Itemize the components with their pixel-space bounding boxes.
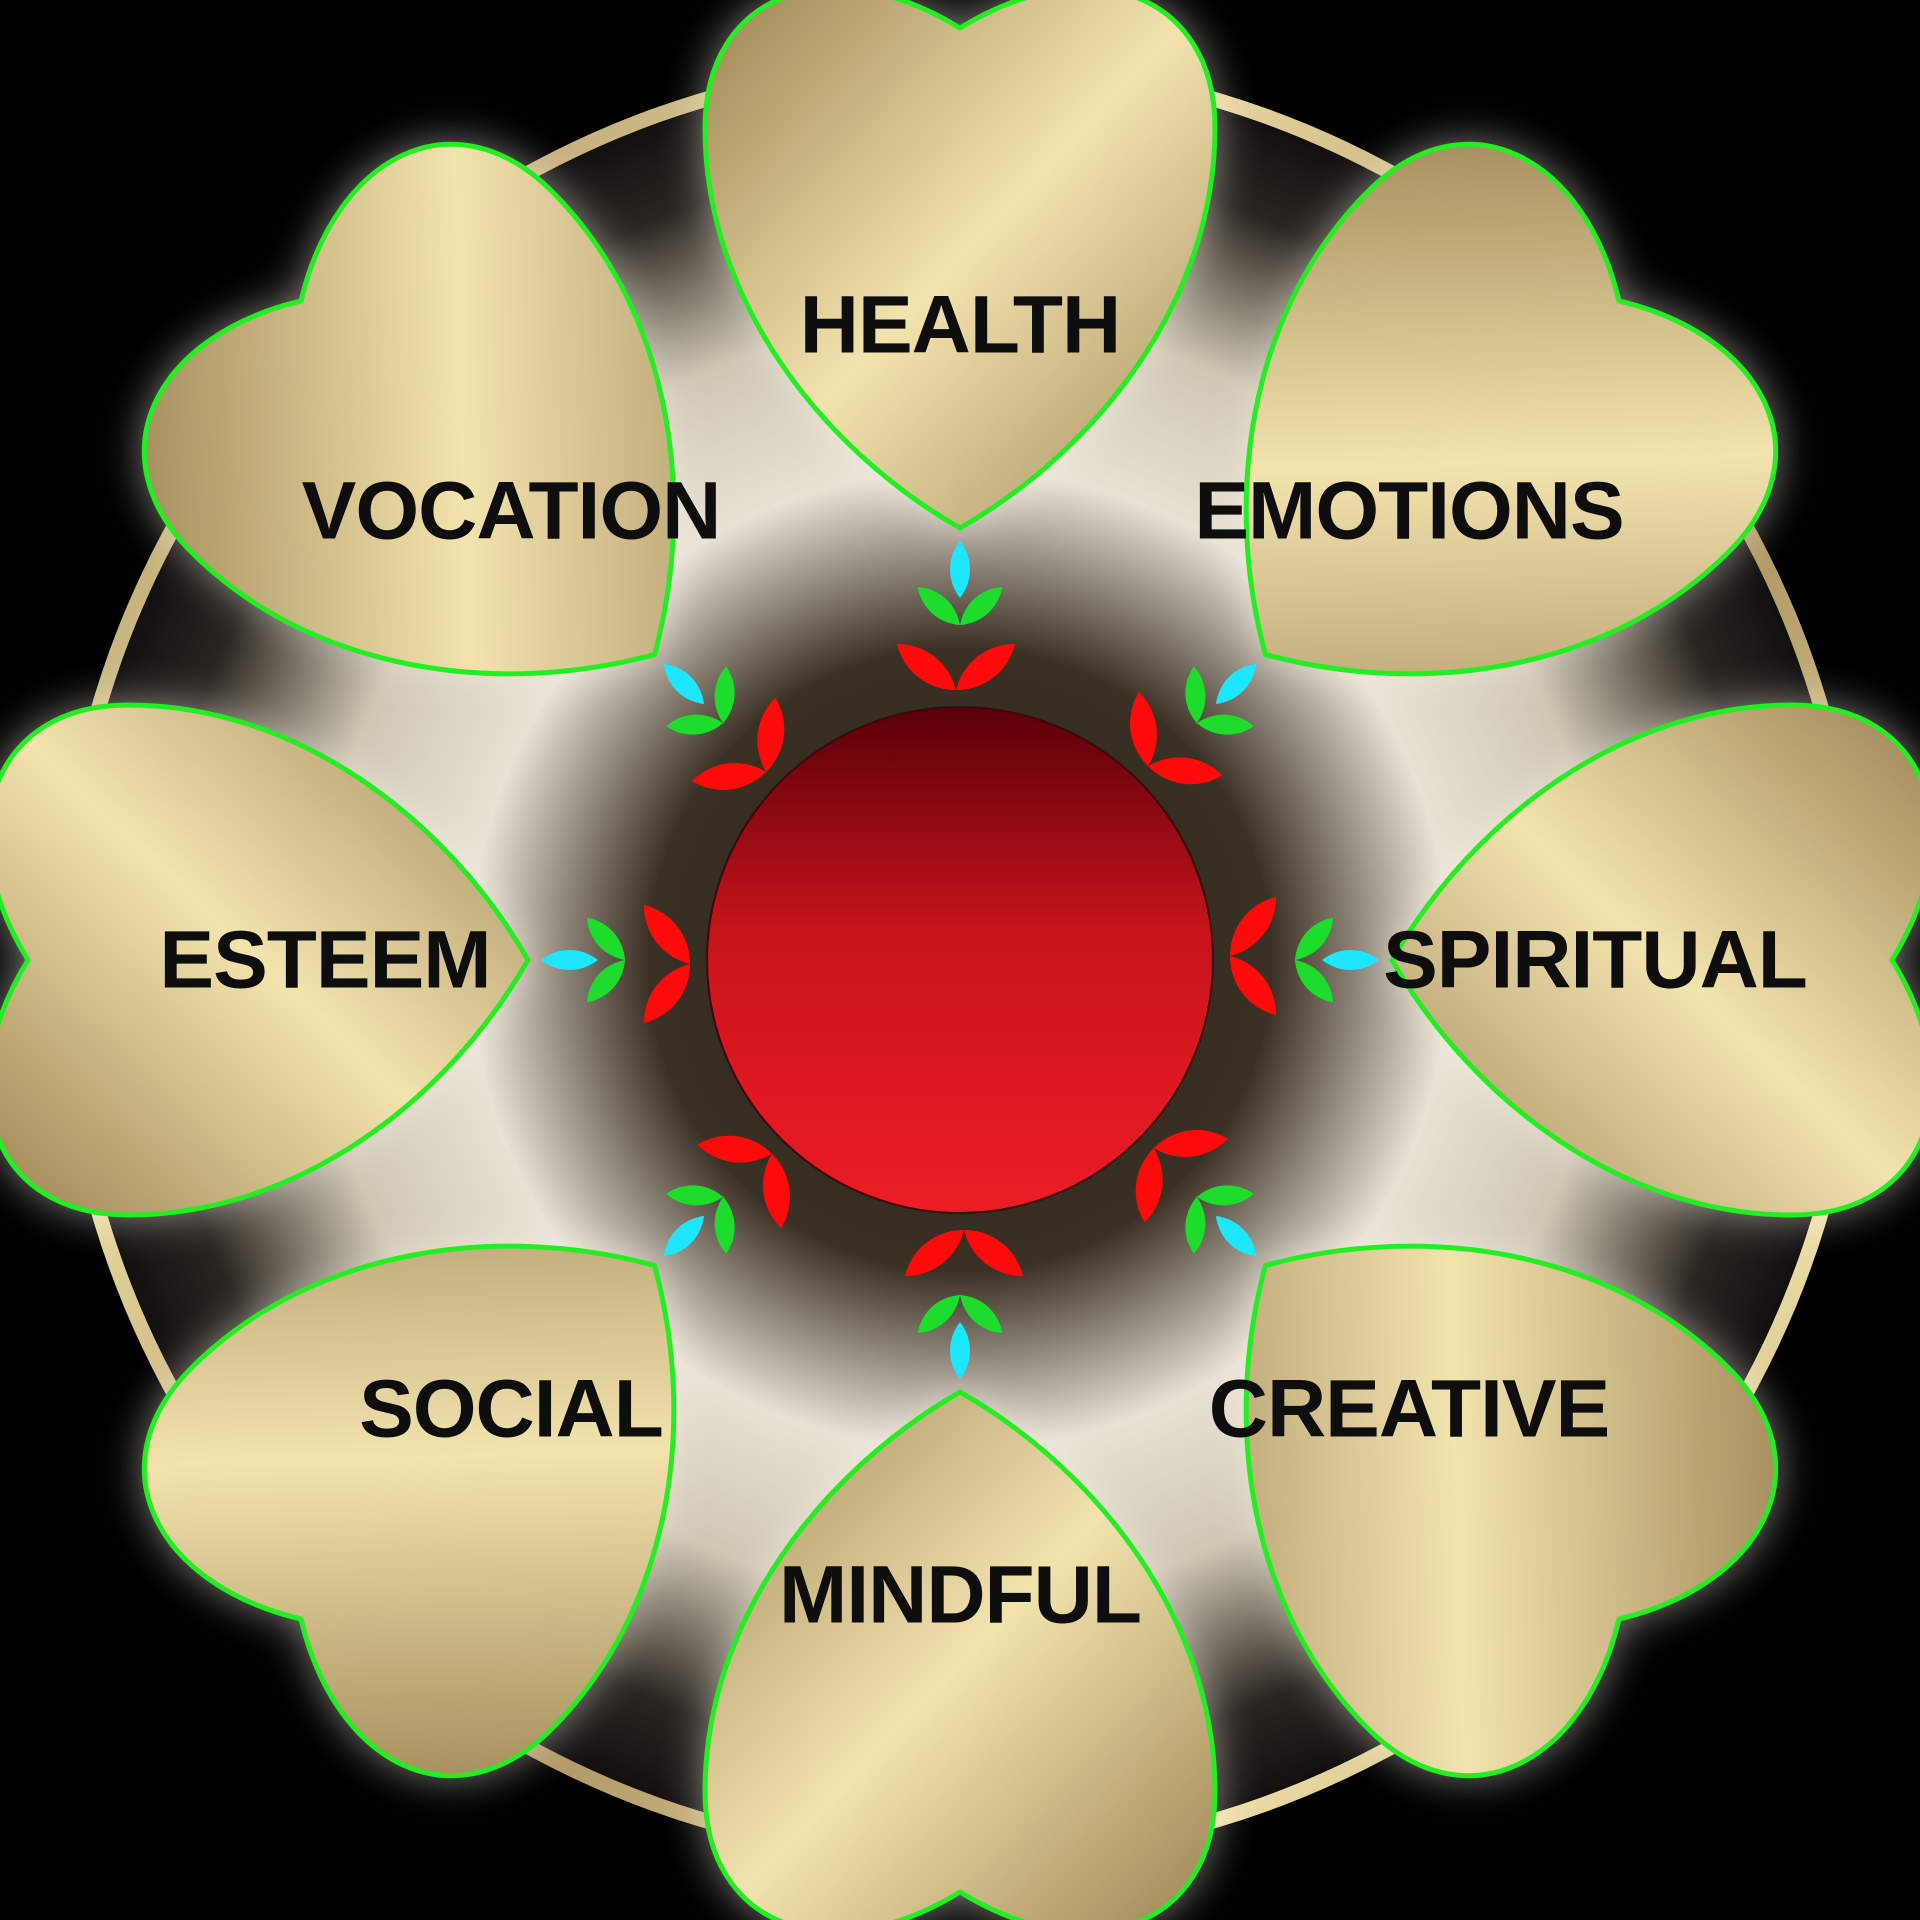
petal-label-esteem: ESTEEM bbox=[159, 915, 490, 1006]
heart-petal-emotions bbox=[1243, 141, 1779, 677]
leaf-green bbox=[960, 586, 1003, 625]
leaf-red bbox=[757, 697, 785, 772]
leaf-red bbox=[643, 904, 690, 964]
leaf-green bbox=[714, 666, 735, 724]
leaf-red bbox=[956, 643, 1016, 690]
petal-label-emotions: EMOTIONS bbox=[1194, 465, 1623, 556]
leaf-red bbox=[1135, 1148, 1163, 1223]
leaf-green bbox=[1196, 714, 1254, 735]
heart-petal-health bbox=[702, 0, 1218, 531]
leaf-ornaments bbox=[540, 541, 1380, 1379]
leaf-red bbox=[1130, 691, 1157, 767]
petal-label-mindful: MINDFUL bbox=[779, 1550, 1141, 1641]
leaf-green bbox=[1295, 917, 1334, 960]
leaf-red bbox=[697, 1135, 772, 1163]
leaf-cyan bbox=[540, 950, 598, 970]
leaf-red bbox=[691, 763, 767, 790]
leaf-red bbox=[1148, 757, 1223, 785]
leaf-cyan bbox=[950, 541, 970, 598]
leaf-green bbox=[1295, 960, 1334, 1003]
heart-petal-mindful bbox=[702, 1389, 1218, 1920]
petal-label-spiritual: SPIRITUAL bbox=[1383, 915, 1807, 1006]
leaf-green bbox=[586, 917, 625, 960]
leaf-red bbox=[1230, 896, 1277, 956]
leaf-red bbox=[904, 1230, 964, 1277]
heart-petal-vocation bbox=[141, 141, 677, 677]
leaf-red bbox=[643, 964, 690, 1024]
leaf-green bbox=[1185, 1196, 1206, 1254]
heart-petal-creative bbox=[1243, 1243, 1779, 1779]
leaf-cyan bbox=[663, 1215, 705, 1257]
leaf-green bbox=[917, 1295, 960, 1334]
leaf-green bbox=[1185, 666, 1206, 724]
leaf-green bbox=[666, 714, 724, 735]
leaf-red bbox=[896, 643, 956, 690]
leaf-red bbox=[1230, 956, 1277, 1016]
heart-petal-social bbox=[141, 1243, 677, 1779]
heart-petal-esteem bbox=[0, 702, 531, 1218]
leaf-cyan bbox=[1322, 950, 1380, 970]
leaf-cyan bbox=[1215, 1215, 1257, 1257]
center-circle bbox=[706, 706, 1214, 1214]
leaf-red bbox=[763, 1153, 790, 1229]
petal-label-health: HEALTH bbox=[800, 280, 1120, 371]
petal-label-vocation: VOCATION bbox=[302, 465, 721, 556]
leaf-green bbox=[960, 1295, 1003, 1334]
leaf-red bbox=[964, 1230, 1024, 1277]
leaf-green bbox=[1196, 1185, 1254, 1206]
petal-label-creative: CREATIVE bbox=[1209, 1364, 1610, 1455]
leaf-cyan bbox=[663, 663, 705, 705]
leaf-cyan bbox=[950, 1322, 970, 1379]
leaf-cyan bbox=[1215, 663, 1257, 705]
heart-petal-spiritual bbox=[1389, 702, 1920, 1218]
leaf-green bbox=[586, 960, 625, 1003]
petal-label-social: SOCIAL bbox=[359, 1364, 663, 1455]
leaf-green bbox=[666, 1185, 724, 1206]
leaf-green bbox=[917, 586, 960, 625]
leaf-red bbox=[1153, 1130, 1229, 1157]
leaf-green bbox=[714, 1196, 735, 1254]
